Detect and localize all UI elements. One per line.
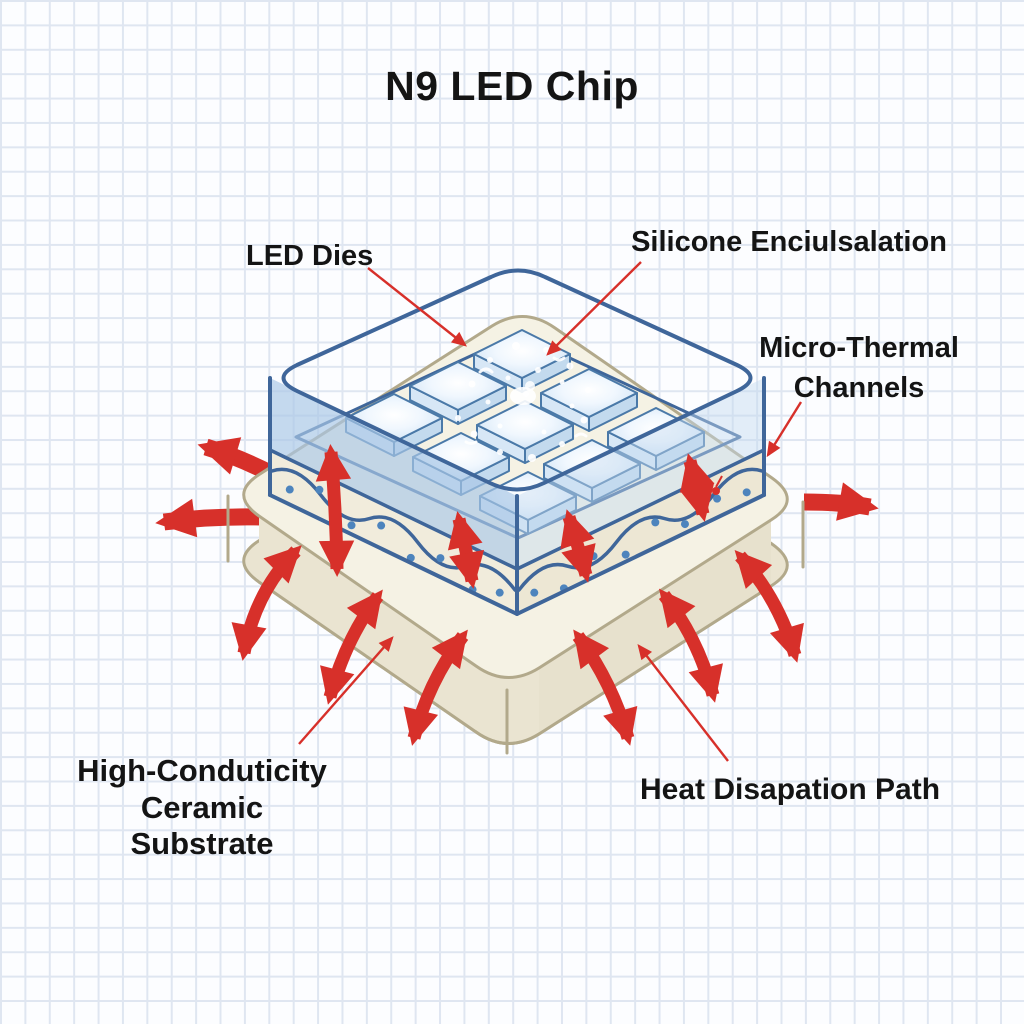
- heat-spot-tail: [715, 475, 723, 488]
- sparkle-particles: [455, 342, 591, 462]
- die-top-face: [543, 439, 641, 489]
- radiating-arrow: [658, 588, 723, 703]
- channel-arrow: [560, 509, 596, 583]
- sparkle-dot: [559, 379, 565, 385]
- heat-path-pointer-line: [637, 644, 729, 762]
- led-die: [473, 329, 571, 393]
- sparkle-dash: [464, 440, 478, 445]
- label-micro-thermal-line1: Micro-Thermal: [759, 332, 959, 364]
- channel-arrow: [315, 443, 355, 578]
- label-micro-thermal-line2: Channels: [793, 372, 925, 405]
- led-die: [540, 368, 638, 432]
- sparkle-dot: [523, 391, 529, 397]
- sparkle-dot: [497, 449, 503, 455]
- thermal-channel-dot: [680, 520, 689, 529]
- encapsulation-pointer-line: [546, 261, 642, 356]
- sparkle-dot: [528, 454, 536, 462]
- thermal-channel-dot: [742, 488, 751, 497]
- led-die: [409, 361, 507, 425]
- sparkle-dot: [505, 375, 511, 381]
- sparkle-dot: [497, 423, 503, 429]
- label-substrate-line2: Ceramic: [140, 789, 264, 825]
- radiating-arrow: [403, 629, 469, 746]
- thermal-channel-dot: [530, 588, 539, 597]
- sparkle-dot: [512, 342, 520, 350]
- thermal-channel-dot: [713, 494, 722, 503]
- die-top-face: [476, 400, 574, 450]
- label-substrate-line1: High-Conduticity: [77, 753, 327, 788]
- micro-thermal-pointer-line: [766, 401, 803, 458]
- diagram-title: N9 LED Chip: [385, 63, 639, 109]
- led-dies-pointer-line: [367, 267, 467, 347]
- thermal-channel-dot: [315, 485, 324, 494]
- radiating-arrow: [320, 589, 384, 705]
- channel-arrow: [679, 453, 715, 522]
- sparkle-dot: [455, 415, 461, 421]
- sparkle-dot: [559, 441, 565, 447]
- label-pointer-lines: [298, 261, 803, 762]
- steam-blob: [510, 387, 536, 405]
- thermal-channel-dot: [621, 550, 630, 559]
- thermal-channel-dot: [589, 552, 598, 561]
- thermal-channel-dot: [285, 485, 294, 494]
- channel-arrow: [447, 511, 485, 589]
- label-ceramic-substrate: High-Conduticity Ceramic Substrate: [50, 753, 354, 863]
- substrate-pointer-line: [298, 636, 394, 745]
- sparkle-dash: [478, 367, 494, 374]
- sparkle-dot: [566, 362, 574, 370]
- label-substrate-line3: Substrate: [130, 826, 274, 862]
- heat-spot-mark: [712, 487, 720, 495]
- sparkle-dash: [574, 432, 588, 438]
- radiating-arrow: [734, 550, 804, 663]
- heat-arrow-right: [803, 482, 879, 521]
- label-led-dies: LED Dies: [246, 240, 374, 272]
- thermal-channel-dot: [347, 521, 356, 530]
- thermal-channel-dot: [495, 588, 504, 597]
- sparkle-dot: [541, 429, 547, 435]
- die-top-face: [473, 329, 571, 379]
- thermal-channel-dot: [651, 518, 660, 527]
- sparkle-dot: [468, 380, 476, 388]
- heat-arrow-left: [155, 498, 263, 538]
- die-top-face: [409, 361, 507, 411]
- chip-edge-outline: [268, 376, 766, 616]
- sparkle-dot: [580, 416, 588, 424]
- sparkle-dot: [543, 347, 549, 353]
- sparkle-dot: [569, 403, 575, 409]
- sparkle-dot: [487, 357, 493, 363]
- thermal-channel-dot: [436, 554, 445, 563]
- steam-blob: [525, 381, 535, 391]
- label-silicone-encapsulation: Silicone Enciulsalation: [631, 226, 947, 258]
- die-top-face: [540, 368, 638, 418]
- sparkle-dot: [585, 387, 591, 393]
- heat-arrow-upper-left: [197, 437, 276, 482]
- led-die: [543, 439, 641, 503]
- thermal-channel-dot: [377, 521, 386, 530]
- substrate-heat-arrows: [231, 545, 804, 746]
- sparkle-dot: [535, 367, 541, 373]
- label-micro-thermal-channels: Micro-Thermal Channels: [740, 328, 978, 408]
- radiating-arrow: [572, 629, 638, 746]
- channel-heat-arrows: [315, 443, 715, 589]
- label-heat-dissipation-path: Heat Disapation Path: [639, 773, 941, 806]
- sparkle-dot: [470, 430, 478, 438]
- sparkle-dot: [485, 399, 491, 405]
- radiating-arrow: [231, 545, 302, 661]
- encapsulation-top-face: [281, 268, 753, 492]
- sparkle-dash: [552, 356, 566, 362]
